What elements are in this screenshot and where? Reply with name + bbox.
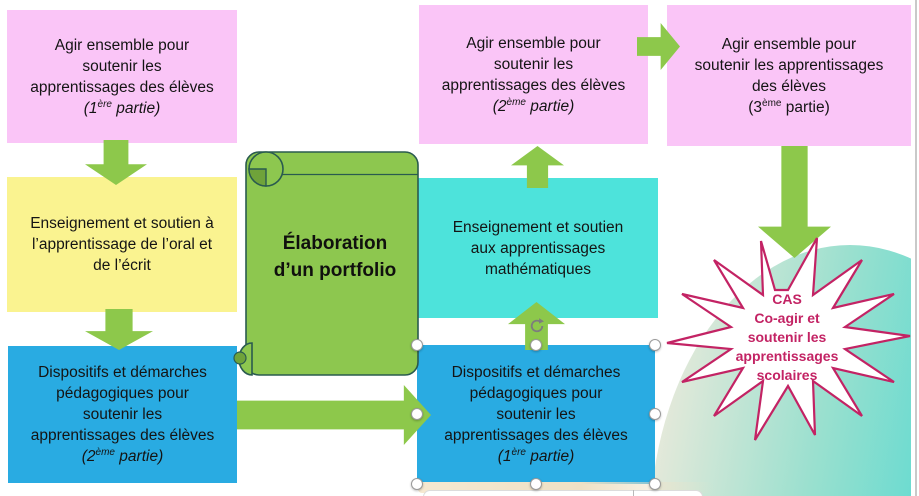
resize-handle-top-center[interactable]	[530, 339, 542, 351]
text-line: scolaires	[756, 366, 818, 383]
divider	[633, 490, 634, 496]
background-shape-strip	[418, 482, 714, 493]
arrow-yellow-to-blueleft[interactable]	[85, 309, 153, 350]
box-dispositifs-2[interactable]: Dispositifs et démarches pédagogiques po…	[8, 346, 237, 483]
box-agir-ensemble-2[interactable]: Agir ensemble pour soutenir les apprenti…	[419, 5, 648, 144]
part-label: (1ère partie)	[497, 446, 575, 465]
text-line: apprentissages des élèves	[444, 427, 628, 444]
text-line: soutenir les	[747, 328, 827, 345]
text-line: Enseignement et soutien	[452, 218, 624, 236]
text-line: soutenir les apprentissages	[694, 56, 884, 74]
text-line: des élèves	[751, 77, 827, 95]
text-line: Agir ensemble pour	[721, 35, 857, 53]
resize-handle-bottom-right[interactable]	[649, 478, 661, 490]
text-line: soutenir les	[82, 57, 162, 75]
box-dispositifs-1[interactable]: Dispositifs et démarches pédagogiques po…	[417, 345, 655, 484]
text-line: apprentissages des élèves	[441, 76, 626, 94]
background-shape-tab	[423, 490, 703, 496]
box-text: Agir ensemble pour soutenir les apprenti…	[30, 35, 214, 119]
part-label: (2ème partie)	[492, 96, 575, 115]
text-line: pédagogiques pour	[469, 385, 603, 402]
slide-edge-line	[915, 0, 917, 496]
text-line: l’apprentissage de l’oral et	[31, 236, 213, 253]
box-text: Dispositifs et démarches pédagogiques po…	[31, 362, 215, 467]
box-text: Agir ensemble pour soutenir les apprenti…	[695, 34, 884, 118]
star-text: CAS Co-agir et soutenir les apprentissag…	[655, 228, 919, 446]
part-label: (2ème partie)	[81, 446, 164, 465]
box-text: Enseignement et soutien à l’apprentissag…	[30, 213, 214, 276]
part-label: (1ère partie)	[83, 98, 161, 117]
scroll-icon	[233, 151, 419, 376]
box-agir-ensemble-3[interactable]: Agir ensemble pour soutenir les apprenti…	[667, 5, 911, 146]
resize-handle-mid-left[interactable]	[411, 408, 423, 420]
scroll-title: Élaboration d’un portfolio	[250, 230, 420, 284]
text-line: Co-agir et	[754, 309, 820, 326]
starburst-icon	[666, 237, 911, 441]
resize-handle-mid-right[interactable]	[649, 408, 661, 420]
text-line: soutenir les	[496, 406, 576, 423]
text-line: soutenir les	[82, 406, 163, 423]
rotate-icon[interactable]	[527, 316, 547, 336]
text-line: d’un portfolio	[273, 260, 397, 281]
text-line: de l’écrit	[93, 257, 151, 274]
text-line: apprentissages des élèves	[30, 78, 214, 96]
resize-handle-top-right[interactable]	[649, 339, 661, 351]
text-line: mathématiques	[485, 260, 591, 278]
text-line: apprentissages	[735, 347, 839, 364]
arrow-blueleft-to-bluemid[interactable]	[237, 385, 431, 445]
resize-handle-top-left[interactable]	[411, 339, 423, 351]
box-agir-ensemble-1[interactable]: Agir ensemble pour soutenir les apprenti…	[7, 10, 237, 143]
text-line: Agir ensemble pour	[466, 34, 601, 52]
resize-handle-bottom-center[interactable]	[530, 478, 542, 490]
scroll-shape[interactable]: Élaboration d’un portfolio	[225, 145, 425, 380]
text-line: Dispositifs et démarches	[38, 364, 207, 381]
text-line: soutenir les	[493, 55, 574, 73]
resize-handle-bottom-left[interactable]	[411, 478, 423, 490]
text-line: CAS	[772, 290, 802, 307]
text-line: Dispositifs et démarches	[451, 364, 621, 381]
text-line: pédagogiques pour	[56, 385, 189, 402]
box-enseignement-oral-ecrit[interactable]: Enseignement et soutien à l’apprentissag…	[7, 177, 237, 312]
text-line: aux apprentissages	[470, 239, 606, 257]
text-line: apprentissages des élèves	[30, 427, 215, 444]
text-line: Agir ensemble pour	[54, 36, 190, 54]
part-label: (3ème partie)	[748, 97, 830, 116]
box-text: Dispositifs et démarches pédagogiques po…	[444, 362, 628, 467]
box-text: Agir ensemble pour soutenir les apprenti…	[442, 33, 626, 117]
text-line: Enseignement et soutien à	[30, 215, 214, 232]
box-text: Enseignement et soutien aux apprentissag…	[453, 217, 624, 280]
box-enseignement-maths[interactable]: Enseignement et soutien aux apprentissag…	[418, 178, 658, 318]
starburst-shape[interactable]: CAS Co-agir et soutenir les apprentissag…	[655, 228, 919, 446]
text-line: Élaboration	[282, 233, 388, 254]
